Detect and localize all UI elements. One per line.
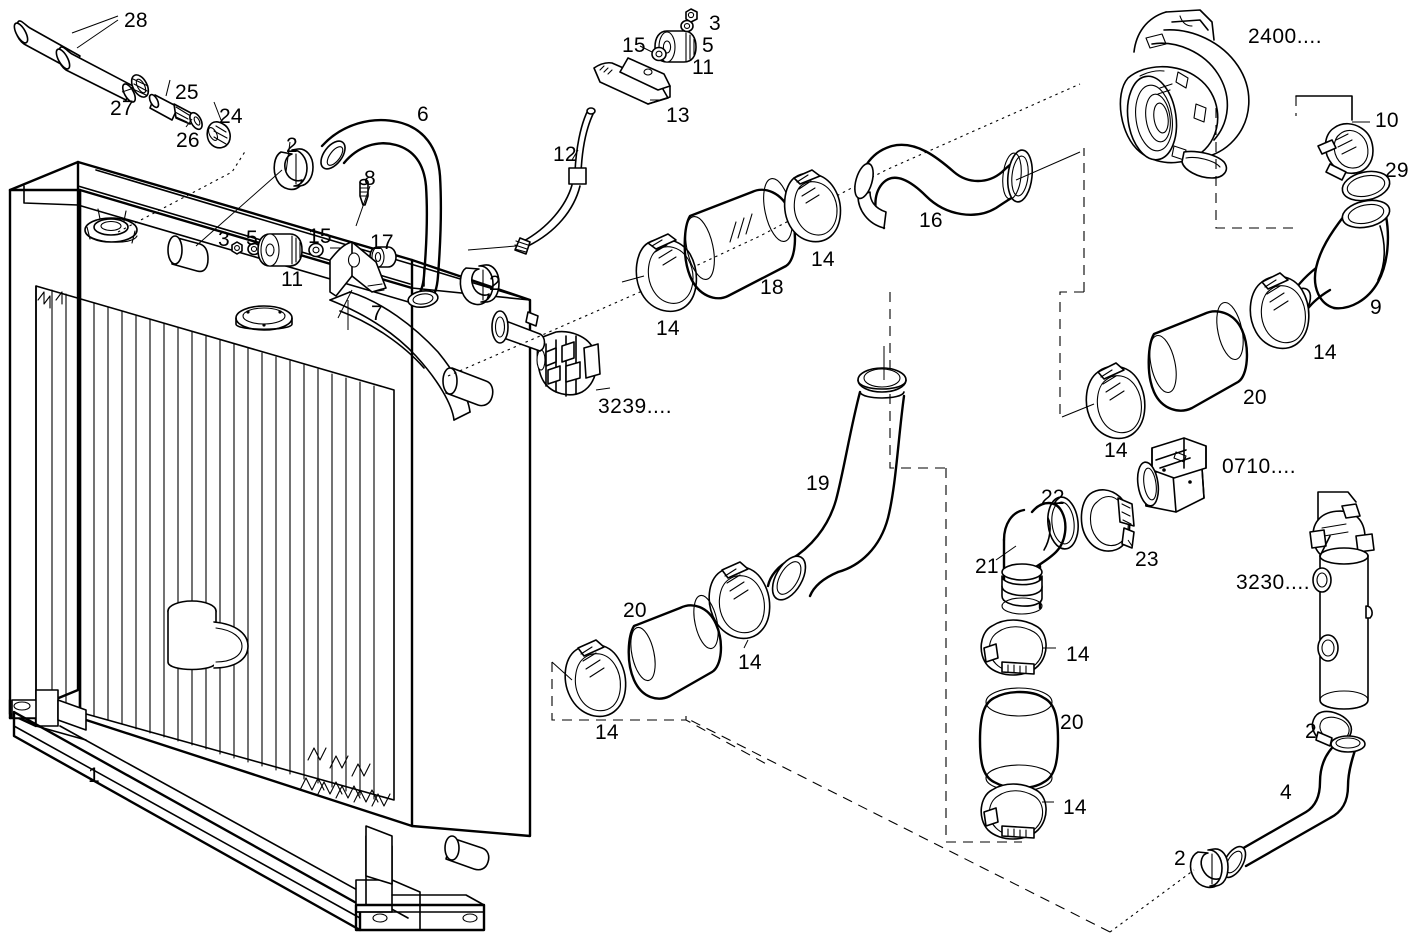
- callout-14-h: 14: [595, 721, 619, 744]
- part-14-clamp-c: [1249, 272, 1310, 350]
- callout-2400: 2400....: [1248, 25, 1323, 48]
- callout-22: 22: [1041, 486, 1065, 509]
- callout-20-c: 20: [623, 599, 647, 622]
- callout-3239: 3239....: [598, 395, 673, 418]
- callout-20-a: 20: [1243, 386, 1267, 409]
- callout-2-mid: 2: [489, 272, 501, 295]
- part-27-clamp: [130, 74, 150, 98]
- callout-17: 17: [370, 231, 394, 254]
- part-28-tubes: [13, 15, 137, 103]
- callout-14-d: 14: [1104, 439, 1128, 462]
- callout-15-upper: 15: [622, 34, 646, 57]
- callout-1: 1: [88, 764, 100, 787]
- part-26-spacer: [189, 111, 203, 131]
- callout-4: 4: [1280, 781, 1292, 804]
- callout-11-left: 11: [281, 268, 304, 291]
- radiator-top-flange: [235, 305, 293, 331]
- callout-3-upper: 3: [709, 12, 721, 35]
- radiator-upper-outlet: [167, 235, 209, 273]
- callout-20-b: 20: [1060, 711, 1084, 734]
- callout-0710: 0710....: [1222, 455, 1297, 478]
- callout-14-f: 14: [1063, 796, 1087, 819]
- callout-6: 6: [417, 103, 429, 126]
- callout-2-upper: 2: [286, 134, 298, 157]
- radiator-drain-spout: [167, 600, 249, 671]
- part-14-clamp-f: [980, 783, 1054, 840]
- callout-27: 27: [110, 97, 134, 120]
- callout-3-left: 3: [218, 228, 230, 251]
- callout-14-a: 14: [656, 317, 680, 340]
- callout-7: 7: [371, 302, 383, 325]
- part-23-vband-clamp: [1080, 489, 1135, 552]
- part-14-clamp-b: [783, 169, 842, 243]
- part-2-clamp-upper: [273, 148, 314, 191]
- callout-14-e: 14: [1066, 643, 1090, 666]
- part-3239-water-pump: [491, 310, 611, 397]
- callout-26: 26: [176, 129, 200, 152]
- callout-29: 29: [1385, 159, 1409, 182]
- callout-14-b: 14: [811, 248, 835, 271]
- callout-2-lower-b: 2: [1174, 847, 1186, 870]
- part-10-vband-clamp: [1317, 122, 1374, 181]
- callout-23: 23: [1135, 548, 1159, 571]
- radiator-core-group: [8, 160, 532, 932]
- part-25-bolt: [148, 93, 194, 125]
- callout-9: 9: [1370, 296, 1382, 319]
- part-7-bracket: [329, 241, 387, 330]
- callout-14-c: 14: [1313, 341, 1337, 364]
- callout-8: 8: [364, 167, 376, 190]
- radiator-base-feet: [8, 689, 486, 932]
- radiator-fin-array: [35, 285, 395, 807]
- part-8-screw: [359, 178, 369, 206]
- part-16-hose: [854, 143, 1081, 230]
- part-15-washer-upper: [651, 46, 667, 62]
- callout-12: 12: [553, 143, 577, 166]
- part-24-fitting: [206, 121, 231, 149]
- callout-19: 19: [806, 472, 830, 495]
- part-0710-intake-manifold: [1136, 437, 1207, 513]
- radiator-lower-outlet: [444, 835, 490, 871]
- part-22-gasket: [1047, 496, 1079, 550]
- part-3-nut-left: [231, 241, 243, 255]
- part-20-sleeve-c: [627, 594, 723, 700]
- callout-5-left: 5: [246, 227, 258, 250]
- part-2-clamp-lower-b: [1189, 848, 1229, 889]
- part-14-clamp-g: [708, 561, 771, 649]
- part-20-sleeve-b: [978, 687, 1060, 792]
- part-13-bracket: [593, 57, 671, 105]
- callout-10: 10: [1375, 109, 1399, 132]
- callout-14-g: 14: [738, 651, 762, 674]
- callout-5-upper: 5: [702, 34, 714, 57]
- callout-25: 25: [175, 81, 199, 104]
- callout-28: 28: [124, 9, 148, 32]
- callout-11-upper: 11: [692, 56, 715, 79]
- part-14-clamp-d: [1061, 362, 1146, 440]
- callout-15-left: 15: [308, 225, 332, 248]
- part-11-bushing-left: [257, 233, 303, 267]
- part-2-clamp-mid: [459, 264, 500, 306]
- callout-21: 21: [975, 555, 999, 578]
- callout-13: 13: [666, 104, 690, 127]
- part-15-washer-left: [308, 242, 324, 258]
- part-14-clamp-a: [621, 233, 698, 313]
- part-20-sleeve-a: [1147, 301, 1249, 412]
- part-3230-thermostat-housing: [1309, 491, 1375, 710]
- part-21-elbow-hose: [995, 501, 1067, 615]
- part-2400-turbocharger: [1119, 9, 1250, 179]
- part-12-rod: [467, 107, 596, 255]
- callout-24: 24: [219, 105, 243, 128]
- radiator-right-upper-housing: [329, 291, 494, 421]
- part-4-hose: [1221, 735, 1366, 879]
- callout-16: 16: [919, 209, 943, 232]
- part-6-hose: [320, 118, 443, 308]
- callout-2-lower-a: 2: [1305, 720, 1317, 743]
- part-14-clamp-e: [980, 619, 1056, 676]
- callout-18: 18: [760, 276, 784, 299]
- part-3-nut-upper: [685, 8, 698, 23]
- callout-3230: 3230....: [1236, 571, 1311, 594]
- part-14-clamp-h: [551, 639, 627, 718]
- part-19-charge-air-pipe: [766, 346, 907, 601]
